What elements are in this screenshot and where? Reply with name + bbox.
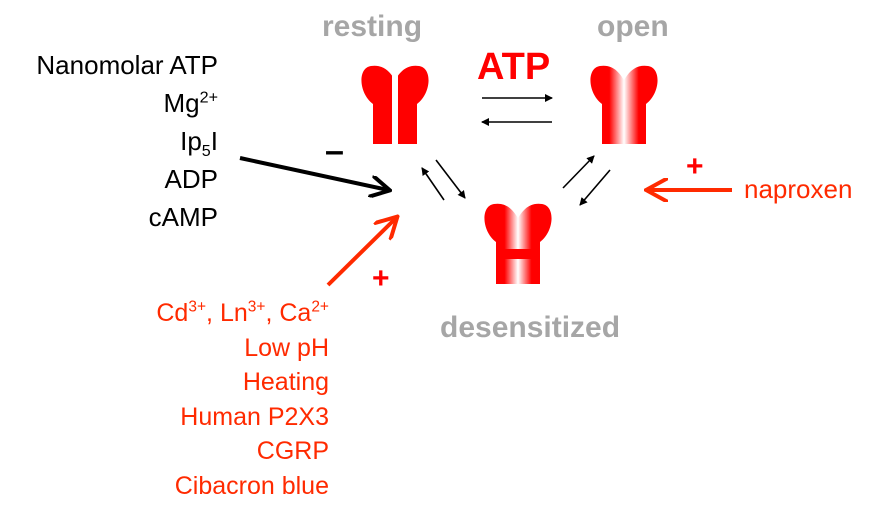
- state-label-open: open: [597, 10, 669, 43]
- arrow-desensitized-to-open: [562, 155, 595, 189]
- arrow-resting-to-desensitized: [435, 159, 466, 199]
- channel-open-icon: [590, 65, 658, 144]
- inhibitor-item: Ip5I: [180, 126, 218, 161]
- enhancer-list: Cd3+, Ln3+, Ca2+ Low pH Heating Human P2…: [156, 296, 329, 503]
- naproxen-sign: +: [686, 150, 704, 183]
- enhancer-item: Heating: [242, 368, 329, 396]
- inhibitor-arrow: [239, 156, 388, 190]
- arrow-desensitized-to-resting: [421, 167, 445, 201]
- enhancer-item: CGRP: [256, 437, 329, 465]
- channel-resting-icon: [361, 65, 429, 144]
- inhibitor-item: cAMP: [148, 202, 218, 232]
- enhancer-item: Cibacron blue: [174, 471, 329, 500]
- agonist-label: ATP: [477, 46, 551, 88]
- state-label-desensitized: desensitized: [440, 311, 621, 344]
- inhibitor-list: Nanomolar ATP Mg2+ Ip5I ADP cAMP: [36, 46, 218, 236]
- enhancer-item: Human P2X3: [180, 402, 329, 431]
- enhancer-ions: Cd3+, Ln3+, Ca2+: [156, 298, 329, 327]
- enhancer-item: Low pH: [244, 333, 329, 362]
- naproxen-label: naproxen: [744, 174, 853, 204]
- inhibitor-item: Mg2+: [163, 88, 219, 118]
- enhancer-arrow: [326, 218, 396, 287]
- arrow-open-to-desensitized: [579, 169, 611, 206]
- inhibitor-item: Nanomolar ATP: [36, 50, 218, 80]
- inhibitor-item: ADP: [164, 164, 218, 194]
- state-label-resting: resting: [322, 10, 423, 43]
- enhancer-sign: +: [372, 262, 390, 295]
- inhibitor-sign: –: [325, 132, 344, 170]
- channel-desensitized-icon: [484, 203, 552, 284]
